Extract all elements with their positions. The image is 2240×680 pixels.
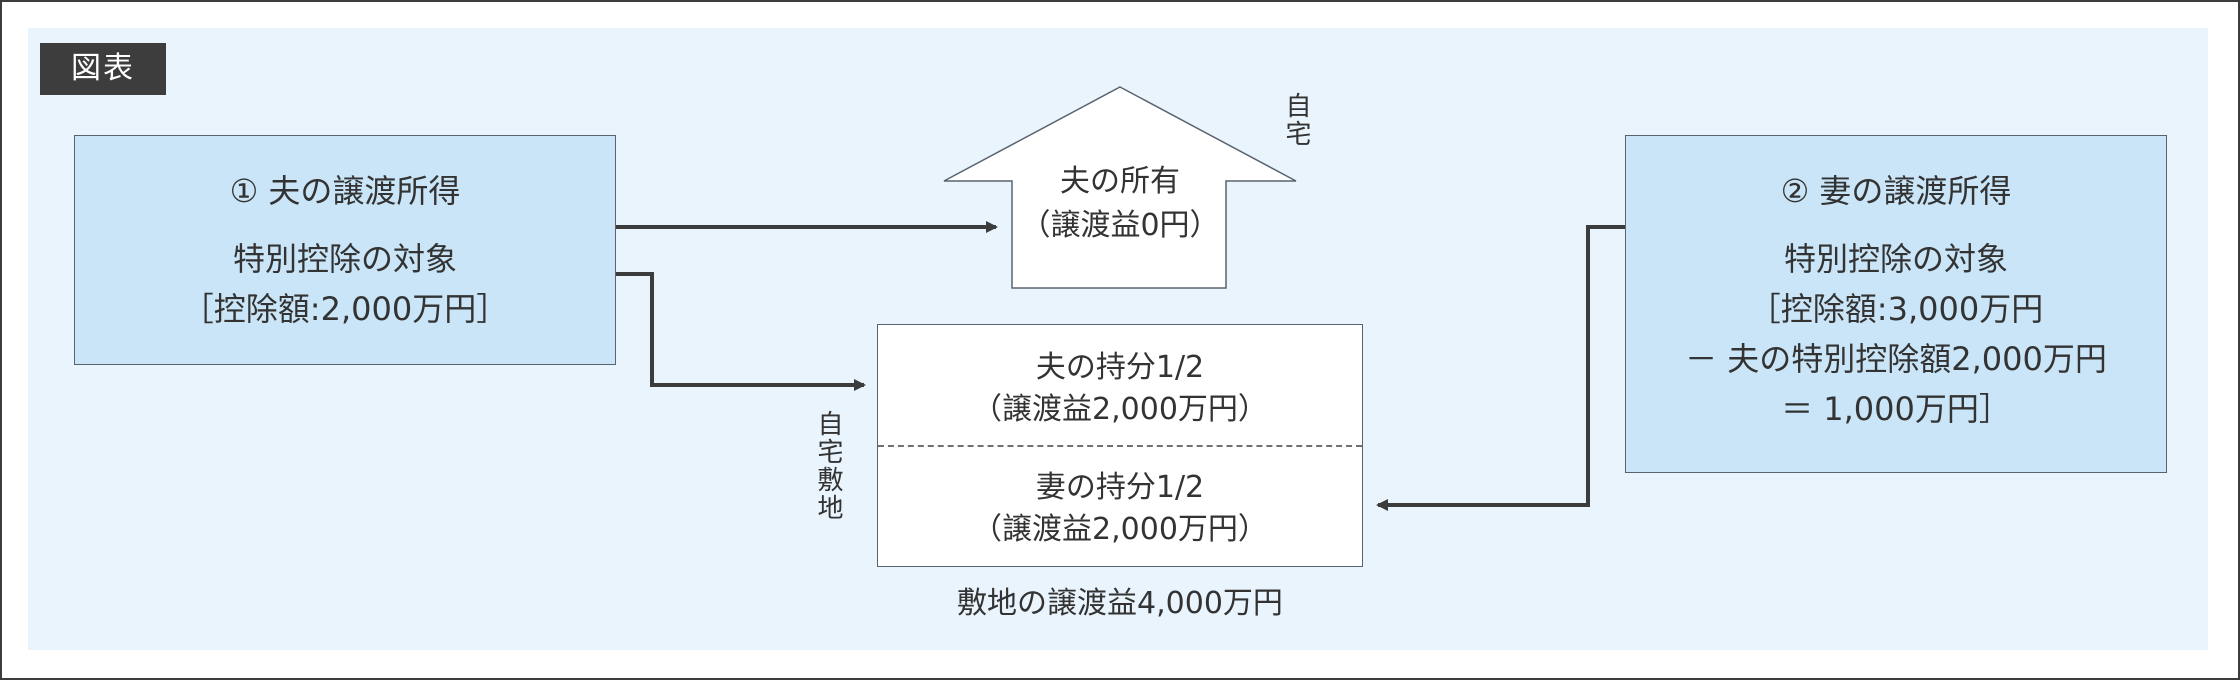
- wife-share-label: 妻の持分1/2: [1035, 470, 1205, 505]
- husband-deduction-amount: ［控除額:2,000万円］: [181, 290, 509, 328]
- arrow-box2-to-land: [1376, 225, 1625, 511]
- husband-deduction-target: 特別控除の対象: [232, 240, 457, 278]
- wife-income-title: ② 妻の譲渡所得: [1780, 172, 2012, 210]
- wife-deduction-amount: ［控除額:3,000万円: [1748, 290, 2044, 328]
- husband-income-title: ① 夫の譲渡所得: [229, 172, 461, 210]
- house-shape: [943, 86, 1297, 289]
- land-box: 夫の持分1/2 （譲渡益2,000万円） 妻の持分1/2 （譲渡益2,000万円…: [877, 324, 1363, 567]
- share-divider: [878, 445, 1362, 447]
- husband-share-label: 夫の持分1/2: [1035, 350, 1205, 385]
- husband-share-gain: （譲渡益2,000万円）: [972, 392, 1268, 427]
- wife-share-gain: （譲渡益2,000万円）: [972, 512, 1268, 547]
- land-label: 自宅敷地: [813, 410, 843, 522]
- husband-share: 夫の持分1/2 （譲渡益2,000万円）: [878, 347, 1362, 431]
- wife-income-box: ② 妻の譲渡所得 特別控除の対象 ［控除額:3,000万円 － 夫の特別控除額2…: [1625, 135, 2167, 473]
- wife-deduction-minus: － 夫の特別控除額2,000万円: [1685, 340, 2107, 378]
- figure-tag: 図表: [40, 43, 166, 95]
- wife-deduction-target: 特別控除の対象: [1783, 240, 2008, 278]
- wife-deduction-result: ＝ 1,000万円］: [1781, 390, 2011, 428]
- house-text: 夫の所有 （譲渡益0円）: [1000, 160, 1240, 248]
- husband-income-box: ① 夫の譲渡所得 特別控除の対象 ［控除額:2,000万円］: [74, 135, 616, 365]
- wife-share: 妻の持分1/2 （譲渡益2,000万円）: [878, 467, 1362, 551]
- house-label: 自宅: [1281, 92, 1311, 148]
- arrow-box1-to-land: [616, 272, 866, 391]
- land-caption: 敷地の譲渡益4,000万円: [957, 586, 1283, 621]
- house-gain: （譲渡益0円）: [1020, 208, 1220, 243]
- house-owner: 夫の所有: [1060, 164, 1180, 199]
